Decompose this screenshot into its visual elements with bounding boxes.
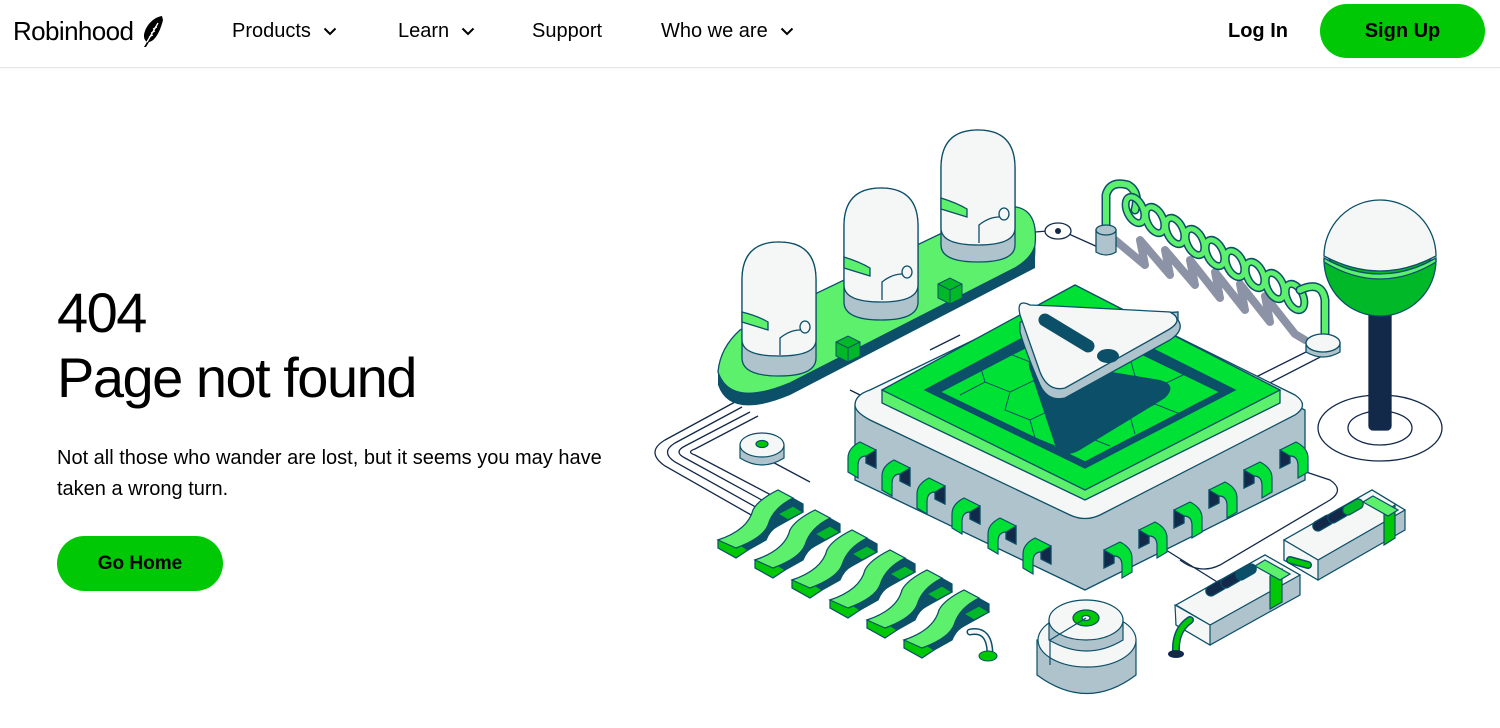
error-code: 404 (57, 281, 147, 344)
hero-section: 404 Page not found Not all those who wan… (57, 283, 657, 591)
chevron-down-icon (323, 27, 337, 35)
nav-learn-label: Learn (398, 20, 450, 42)
brand-logo[interactable]: Robinhood (13, 14, 165, 48)
nav-support[interactable]: Support (532, 18, 602, 44)
brand-name: Robinhood (13, 16, 134, 46)
chevron-down-icon (461, 27, 475, 35)
signup-button[interactable]: Sign Up (1320, 4, 1485, 58)
top-navbar: Robinhood Products Learn Support Who we … (0, 0, 1500, 68)
nav-who-we-are-label: Who we are (661, 20, 768, 42)
feather-icon (144, 16, 164, 47)
nav-products[interactable]: Products (232, 18, 337, 44)
nav-support-label: Support (532, 20, 603, 42)
chevron-down-icon (780, 27, 793, 35)
page-title: Page not found (57, 346, 417, 409)
nav-learn[interactable]: Learn (398, 18, 475, 44)
nav-who-we-are[interactable]: Who we are (661, 18, 794, 44)
error-description: Not all those who wander are lost, but i… (57, 447, 602, 500)
go-home-button[interactable]: Go Home (57, 536, 223, 591)
nav-products-label: Products (232, 20, 311, 42)
circuit-illustration (654, 129, 1443, 694)
login-link[interactable]: Log In (1228, 20, 1288, 42)
